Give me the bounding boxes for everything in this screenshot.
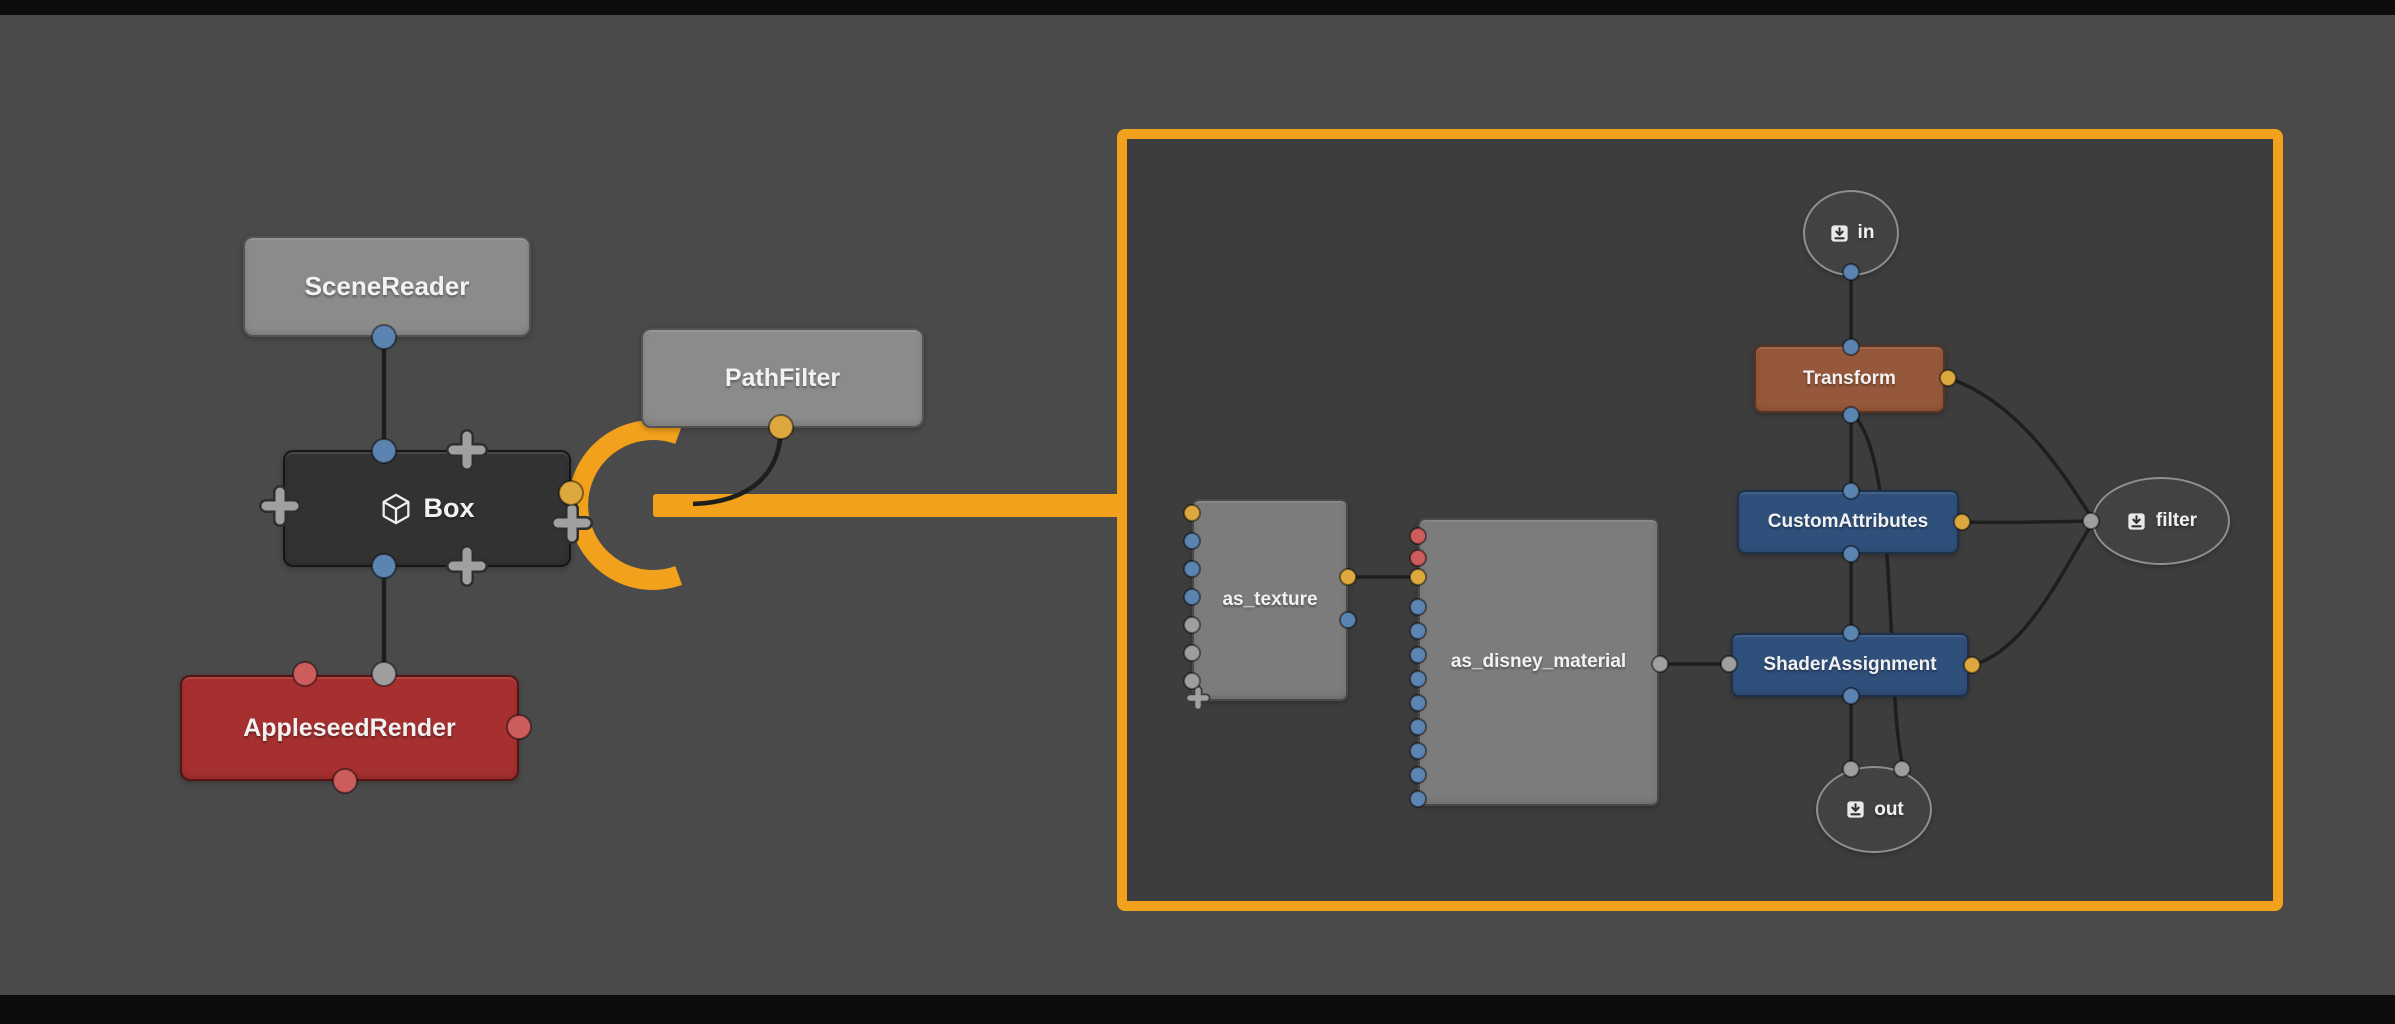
- custom-attributes-out-port[interactable]: [1842, 545, 1860, 563]
- node-label: Box: [423, 493, 475, 523]
- node-scene-reader[interactable]: SceneReader: [243, 236, 531, 337]
- as-disney-material-left-port[interactable]: [1409, 598, 1427, 616]
- as-texture-left-port[interactable]: [1183, 532, 1201, 550]
- scene-reader-out-port[interactable]: [371, 324, 397, 350]
- box-add-bottom-plus[interactable]: [446, 545, 488, 587]
- box-expansion-band: [653, 494, 1127, 517]
- as-texture-left-port[interactable]: [1183, 616, 1201, 634]
- transform-in-port[interactable]: [1842, 338, 1860, 356]
- as-texture-left-port[interactable]: [1183, 588, 1201, 606]
- shader-assignment-filter-port[interactable]: [1963, 656, 1981, 674]
- node-appleseed-render[interactable]: AppleseedRender: [180, 675, 519, 781]
- as-disney-material-left-port[interactable]: [1409, 670, 1427, 688]
- transform-filter-port[interactable]: [1939, 369, 1957, 387]
- as-disney-material-left-port[interactable]: [1409, 718, 1427, 736]
- appleseed-render-in-port[interactable]: [371, 661, 397, 687]
- as-disney-material-left-port[interactable]: [1409, 527, 1427, 545]
- bottom-bar: [0, 995, 2395, 1024]
- as-disney-material-out-port[interactable]: [1651, 655, 1669, 673]
- box-filter-port[interactable]: [558, 480, 584, 506]
- node-label: Transform: [1803, 368, 1896, 389]
- top-bar: [0, 0, 2395, 15]
- node-label: AppleseedRender: [243, 713, 456, 742]
- node-box[interactable]: Box: [283, 450, 571, 567]
- as-texture-left-port[interactable]: [1183, 644, 1201, 662]
- as-disney-material-left-port[interactable]: [1409, 766, 1427, 784]
- as-disney-material-texture-in-port[interactable]: [1409, 568, 1427, 586]
- as-disney-material-left-port[interactable]: [1409, 549, 1427, 567]
- appleseed-render-right-port[interactable]: [506, 714, 532, 740]
- node-label: SceneReader: [304, 271, 470, 301]
- as-disney-material-left-port[interactable]: [1409, 646, 1427, 664]
- as-texture-right-port[interactable]: [1339, 611, 1357, 629]
- edge-pathfilter-box: [692, 425, 784, 507]
- transform-out-port[interactable]: [1842, 406, 1860, 424]
- custom-attributes-in-port[interactable]: [1842, 482, 1860, 500]
- filter-out-port[interactable]: [2082, 512, 2100, 530]
- as-disney-material-left-port[interactable]: [1409, 694, 1427, 712]
- box-add-top-plus[interactable]: [446, 429, 488, 471]
- node-label: as_texture: [1222, 589, 1318, 610]
- node-custom-attributes[interactable]: CustomAttributes: [1737, 490, 1959, 554]
- node-transform[interactable]: Transform: [1754, 345, 1945, 413]
- node-label: as_disney_material: [1450, 651, 1627, 672]
- node-label: PathFilter: [724, 363, 841, 392]
- node-label: CustomAttributes: [1767, 511, 1929, 532]
- as-texture-left-port[interactable]: [1183, 504, 1201, 522]
- node-label: filter: [2155, 510, 2198, 531]
- as-disney-material-left-port[interactable]: [1409, 742, 1427, 760]
- node-path-filter[interactable]: PathFilter: [641, 328, 924, 428]
- node-as-texture[interactable]: as_texture: [1192, 499, 1348, 701]
- node-label: out: [1874, 798, 1904, 820]
- arrow-into-box-icon: [2125, 510, 2148, 533]
- path-filter-out-port[interactable]: [768, 414, 794, 440]
- appleseed-render-bottom-port[interactable]: [332, 768, 358, 794]
- as-disney-material-left-port[interactable]: [1409, 790, 1427, 808]
- shader-assignment-out-port[interactable]: [1842, 687, 1860, 705]
- appleseed-render-top-port[interactable]: [292, 661, 318, 687]
- out-in-port[interactable]: [1842, 760, 1860, 778]
- out-passthrough-port[interactable]: [1893, 760, 1911, 778]
- as-disney-material-left-port[interactable]: [1409, 622, 1427, 640]
- node-box-in[interactable]: in: [1803, 190, 1899, 276]
- box-add-left-plus[interactable]: [259, 485, 301, 527]
- shader-assignment-shader-in-port[interactable]: [1720, 655, 1738, 673]
- node-box-out[interactable]: out: [1816, 766, 1932, 853]
- in-out-port[interactable]: [1842, 263, 1860, 281]
- box-expansion-arc: [568, 420, 683, 590]
- as-texture-out-port[interactable]: [1339, 568, 1357, 586]
- shader-assignment-in-port[interactable]: [1842, 624, 1860, 642]
- cube-icon: [379, 492, 413, 526]
- as-texture-add-plus[interactable]: [1185, 685, 1211, 711]
- as-texture-left-port[interactable]: [1183, 560, 1201, 578]
- node-box-filter[interactable]: filter: [2092, 477, 2230, 565]
- arrow-into-box-icon: [1828, 222, 1851, 245]
- box-out-port[interactable]: [371, 553, 397, 579]
- custom-attributes-filter-port[interactable]: [1953, 513, 1971, 531]
- box-in-port[interactable]: [371, 438, 397, 464]
- node-label: ShaderAssignment: [1763, 654, 1937, 675]
- node-as-disney-material[interactable]: as_disney_material: [1418, 518, 1659, 806]
- as-texture-left-port[interactable]: [1183, 672, 1201, 690]
- arrow-into-box-icon: [1844, 798, 1867, 821]
- node-shader-assignment[interactable]: ShaderAssignment: [1731, 633, 1969, 697]
- node-label: in: [1857, 222, 1875, 243]
